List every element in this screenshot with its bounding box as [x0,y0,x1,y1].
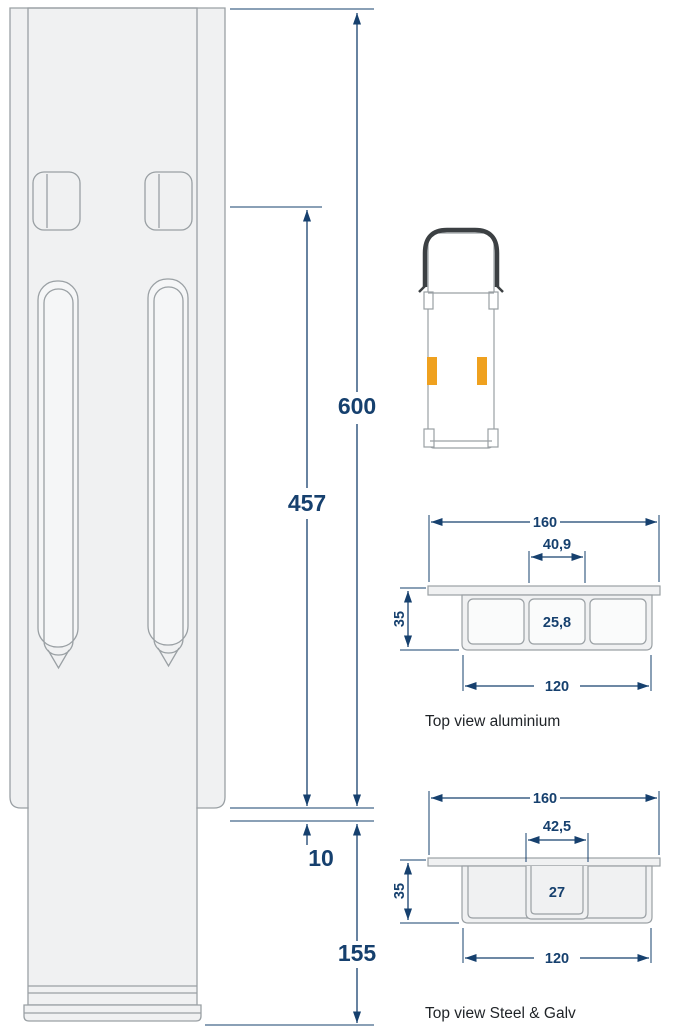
dimension-offset: 10 [308,845,334,871]
van-body [427,232,495,449]
steel-middle-tube-inner [530,866,584,915]
van-lift-point-left [427,357,437,385]
aluminium-view-label: Top view aluminium [425,713,560,730]
steel-middle-tube-outer [525,866,589,920]
steel-dim-depth: 35 [392,883,408,899]
van-top-view-icon [418,227,504,449]
steel-top-flange [427,857,661,867]
steel-view-label: Top view Steel & Galv [425,1005,576,1022]
van-cab-outline [422,227,500,287]
dimension-inner-height: 457 [288,490,326,516]
steel-dim-base-width: 120 [545,951,569,967]
post-slot-left [37,280,79,670]
alu-dim-slot-width: 40,9 [543,537,571,553]
alu-dim-base-width: 120 [545,679,569,695]
steel-section-drawing: 160 42,5 35 27 120 Top view Steel & Galv [392,791,661,1022]
alu-dim-depth: 35 [392,611,408,627]
alu-dim-outer-width: 160 [533,515,557,531]
dimension-total-height: 600 [338,393,376,419]
front-view-dimensions [205,8,374,1026]
alu-top-flange [427,585,661,596]
dimension-bottom-height: 155 [338,940,377,966]
post-slot-right [147,278,189,668]
alu-dim-inner-width: 25,8 [543,615,571,631]
steel-dimension-lines [400,791,660,963]
van-lift-point-right [477,357,487,385]
post-lower-body [28,807,197,1005]
steel-dim-outer-width: 160 [533,791,557,807]
steel-dim-slot-width: 42,5 [543,819,571,835]
aluminium-dimension-lines [400,515,660,691]
aluminium-section-drawing: 160 40,9 35 25,8 120 Top view aluminium [392,515,661,730]
post-top-tabs [32,171,193,231]
post-front-view [9,7,226,1022]
steel-dim-inner-width: 27 [549,885,565,901]
